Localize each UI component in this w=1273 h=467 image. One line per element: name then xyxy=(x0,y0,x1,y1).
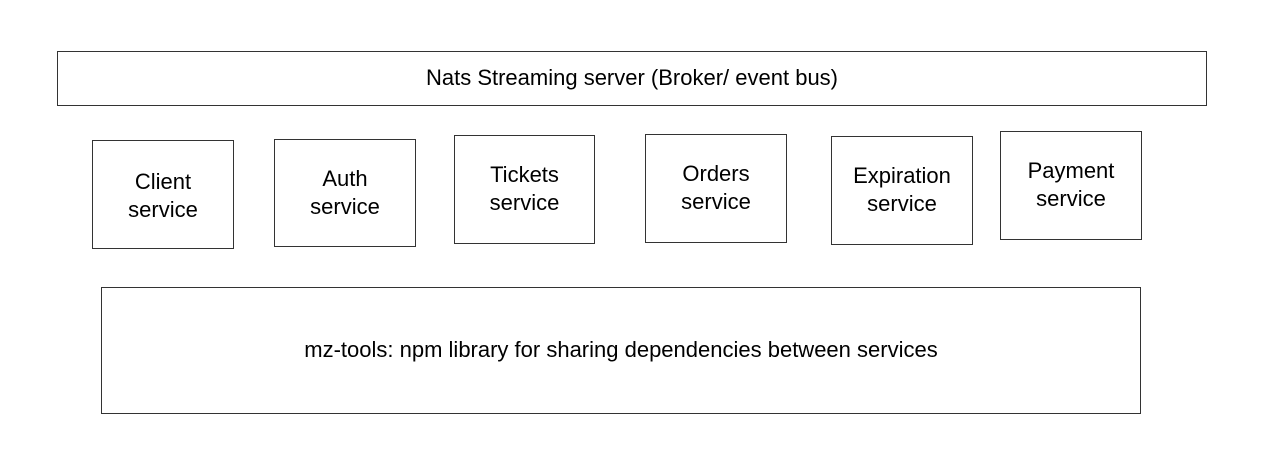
orders-service-name: Orders xyxy=(682,160,750,186)
nats-broker-box: Nats Streaming server (Broker/ event bus… xyxy=(57,51,1207,106)
auth-service-name: Auth xyxy=(322,166,368,191)
nats-broker-label: Nats Streaming server (Broker/ event bus… xyxy=(425,65,839,91)
mz-tools-library-box: mz-tools: npm library for sharing depend… xyxy=(101,287,1141,414)
client-service-suffix: service xyxy=(128,196,198,222)
payment-service-suffix: service xyxy=(1036,185,1106,211)
mz-tools-library-label: mz-tools: npm library for sharing depend… xyxy=(304,337,938,363)
expiration-service-suffix: service xyxy=(867,190,937,216)
client-service-name: Client xyxy=(134,168,192,194)
client-service-box: Client service xyxy=(92,140,234,249)
tickets-service-box: Tickets service xyxy=(454,135,595,244)
payment-service-label: Payment service xyxy=(1028,157,1115,213)
client-service-label: Client service xyxy=(128,168,198,224)
orders-service-box: Orders service xyxy=(645,134,787,243)
expiration-service-label: Expiration service xyxy=(853,162,951,218)
payment-service-box: Payment service xyxy=(1000,131,1142,240)
auth-service-suffix: service xyxy=(310,194,380,219)
tickets-service-name: Tickets xyxy=(490,161,559,187)
orders-service-suffix: service xyxy=(681,188,751,214)
expiration-service-box: Expiration service xyxy=(831,136,973,245)
orders-service-label: Orders service xyxy=(681,160,751,216)
expiration-service-name: Expiration xyxy=(853,162,951,188)
auth-service-box: Auth service xyxy=(274,139,416,247)
payment-service-name: Payment xyxy=(1027,157,1115,183)
auth-service-label: Auth service xyxy=(310,165,380,221)
tickets-service-label: Tickets service xyxy=(490,161,560,217)
tickets-service-suffix: service xyxy=(489,189,560,215)
